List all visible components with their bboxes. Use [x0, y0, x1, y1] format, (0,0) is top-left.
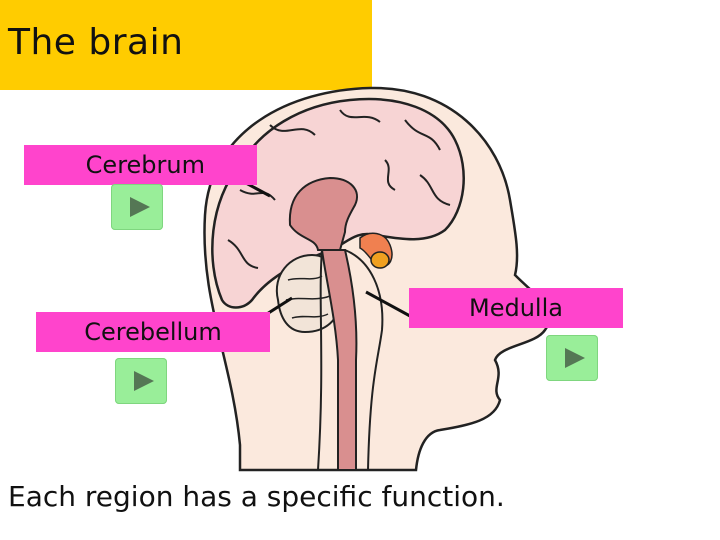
play-icon: [134, 371, 154, 391]
medulla-label: Medulla: [409, 288, 623, 328]
cerebellum-play-button[interactable]: [115, 358, 167, 404]
page-title: The brain: [8, 22, 184, 63]
play-icon: [565, 348, 585, 368]
medulla-pointer: [365, 290, 411, 318]
medulla-play-button[interactable]: [546, 335, 598, 381]
corpus-callosum: [288, 176, 358, 251]
cerebrum-play-button[interactable]: [111, 184, 163, 230]
cerebrum-label-text: Cerebrum: [85, 151, 205, 179]
medulla-label-text: Medulla: [469, 294, 563, 322]
brainstem-shape: [320, 249, 358, 471]
title-banner: The brain: [0, 0, 372, 90]
cerebrum-label: Cerebrum: [24, 145, 257, 185]
caption-text: Each region has a specific function.: [8, 480, 505, 513]
cerebellum-label: Cerebellum: [36, 312, 270, 352]
play-icon: [130, 197, 150, 217]
cerebellum-label-text: Cerebellum: [84, 318, 222, 346]
